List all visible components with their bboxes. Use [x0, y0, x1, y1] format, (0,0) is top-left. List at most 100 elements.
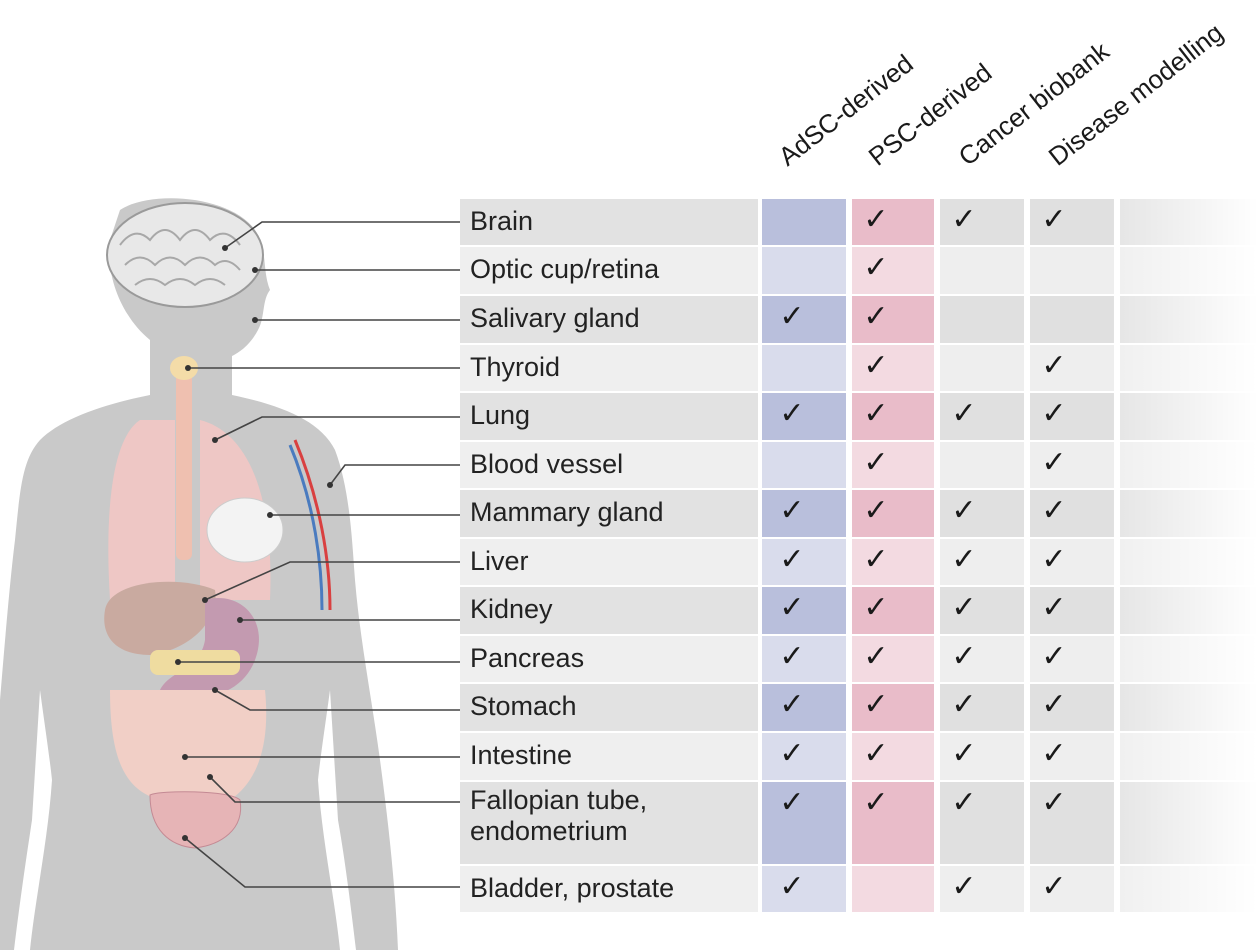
- row-label-background: [460, 442, 758, 488]
- cell-disease: [1030, 442, 1114, 488]
- cell-disease: [1030, 247, 1114, 294]
- check-mark-icon: ✓: [779, 639, 805, 674]
- cell-cancer: [940, 296, 1024, 343]
- cell-adsc: [762, 345, 846, 391]
- cell-cancer: [940, 393, 1024, 440]
- check-mark-icon: ✓: [779, 542, 805, 577]
- check-mark-icon: ✓: [951, 396, 977, 431]
- row-label: Kidney: [470, 594, 553, 624]
- check-mark-icon: ✓: [951, 736, 977, 771]
- check-mark-icon: ✓: [1041, 493, 1067, 528]
- check-mark-icon: ✓: [863, 445, 889, 480]
- check-mark-icon: ✓: [863, 202, 889, 237]
- check-mark-icon: ✓: [951, 202, 977, 237]
- check-mark-icon: ✓: [951, 785, 977, 820]
- cell-psc: [852, 247, 934, 294]
- row-label: Stomach: [470, 691, 577, 721]
- row-label: Optic cup/retina: [470, 254, 660, 284]
- cell-cancer: [940, 636, 1024, 682]
- cell-disease: [1030, 199, 1114, 245]
- row-label-background: [460, 866, 758, 912]
- cell-psc: [852, 733, 934, 780]
- check-mark-icon: ✓: [779, 785, 805, 820]
- row-label-background: [460, 733, 758, 780]
- leader-line: [329, 464, 460, 486]
- leader-dot: [237, 617, 243, 623]
- cell-adsc: [762, 866, 846, 912]
- row-label: Intestine: [470, 740, 573, 770]
- row-label: Pancreas: [470, 643, 585, 673]
- check-mark-icon: ✓: [1041, 687, 1067, 722]
- cell-disease: [1030, 733, 1114, 780]
- blood-vessel-illustration: [288, 439, 332, 611]
- cell-cancer: [940, 247, 1024, 294]
- cell-psc: [852, 393, 934, 440]
- check-mark-icon: ✓: [779, 396, 805, 431]
- row-label-background: [460, 199, 758, 245]
- trachea: [176, 360, 192, 560]
- check-mark-icon: ✓: [863, 250, 889, 285]
- check-mark-icon: ✓: [863, 396, 889, 431]
- leader-dot: [212, 687, 218, 693]
- check-mark-icon: ✓: [1041, 396, 1067, 431]
- leader-dot: [207, 774, 213, 780]
- row-label-background: [460, 490, 758, 537]
- check-mark-icon: ✓: [863, 785, 889, 820]
- cell-cancer: [940, 490, 1024, 537]
- cell-psc: [852, 684, 934, 731]
- cell-adsc: [762, 636, 846, 682]
- cell-adsc: [762, 587, 846, 634]
- row-label-background: [460, 296, 758, 343]
- leader-line: [224, 221, 460, 249]
- cell-cancer: [940, 866, 1024, 912]
- cell-disease: [1030, 490, 1114, 537]
- check-mark-icon: ✓: [1041, 590, 1067, 625]
- check-mark-icon: ✓: [951, 639, 977, 674]
- cell-psc: [852, 442, 934, 488]
- cell-adsc: [762, 733, 846, 780]
- check-mark-icon: ✓: [1041, 348, 1067, 383]
- cell-disease: [1030, 866, 1114, 912]
- cell-psc: [852, 199, 934, 245]
- check-mark-icon: ✓: [863, 736, 889, 771]
- check-mark-icon: ✓: [863, 687, 889, 722]
- cell-psc: [852, 539, 934, 585]
- row-label-background: [460, 247, 758, 294]
- cell-disease: [1030, 393, 1114, 440]
- row-label-background: [460, 587, 758, 634]
- cell-psc: [852, 587, 934, 634]
- row-label: Bladder, prostate: [470, 873, 675, 903]
- check-mark-icon: ✓: [1041, 445, 1067, 480]
- leader-line: [214, 416, 460, 441]
- cell-adsc: [762, 684, 846, 731]
- check-mark-icon: ✓: [951, 590, 977, 625]
- thyroid-shape: [170, 356, 198, 380]
- row-label: Fallopian tube, endometrium: [470, 785, 648, 847]
- check-mark-icon: ✓: [779, 590, 805, 625]
- leader-line: [184, 837, 460, 888]
- cell-psc: [852, 490, 934, 537]
- leader-line: [204, 561, 460, 601]
- cell-adsc: [762, 782, 846, 864]
- mammary-shape: [206, 497, 284, 563]
- leader-dot: [252, 317, 258, 323]
- check-mark-icon: ✓: [779, 299, 805, 334]
- leader-dot: [185, 365, 191, 371]
- row-label: Lung: [470, 400, 531, 430]
- cell-psc: [852, 866, 934, 912]
- check-mark-icon: ✓: [779, 493, 805, 528]
- check-mark-icon: ✓: [779, 869, 805, 904]
- cell-adsc: [762, 393, 846, 440]
- cell-cancer: [940, 199, 1024, 245]
- leader-line: [214, 689, 460, 711]
- cell-disease: [1030, 587, 1114, 634]
- cell-adsc: [762, 490, 846, 537]
- organs-illustration: [104, 356, 284, 849]
- leader-dot: [267, 512, 273, 518]
- check-mark-icon: ✓: [1041, 736, 1067, 771]
- leader-dot: [222, 245, 228, 251]
- cell-adsc: [762, 199, 846, 245]
- cell-disease: [1030, 345, 1114, 391]
- human-silhouette: [0, 198, 398, 950]
- cell-cancer: [940, 587, 1024, 634]
